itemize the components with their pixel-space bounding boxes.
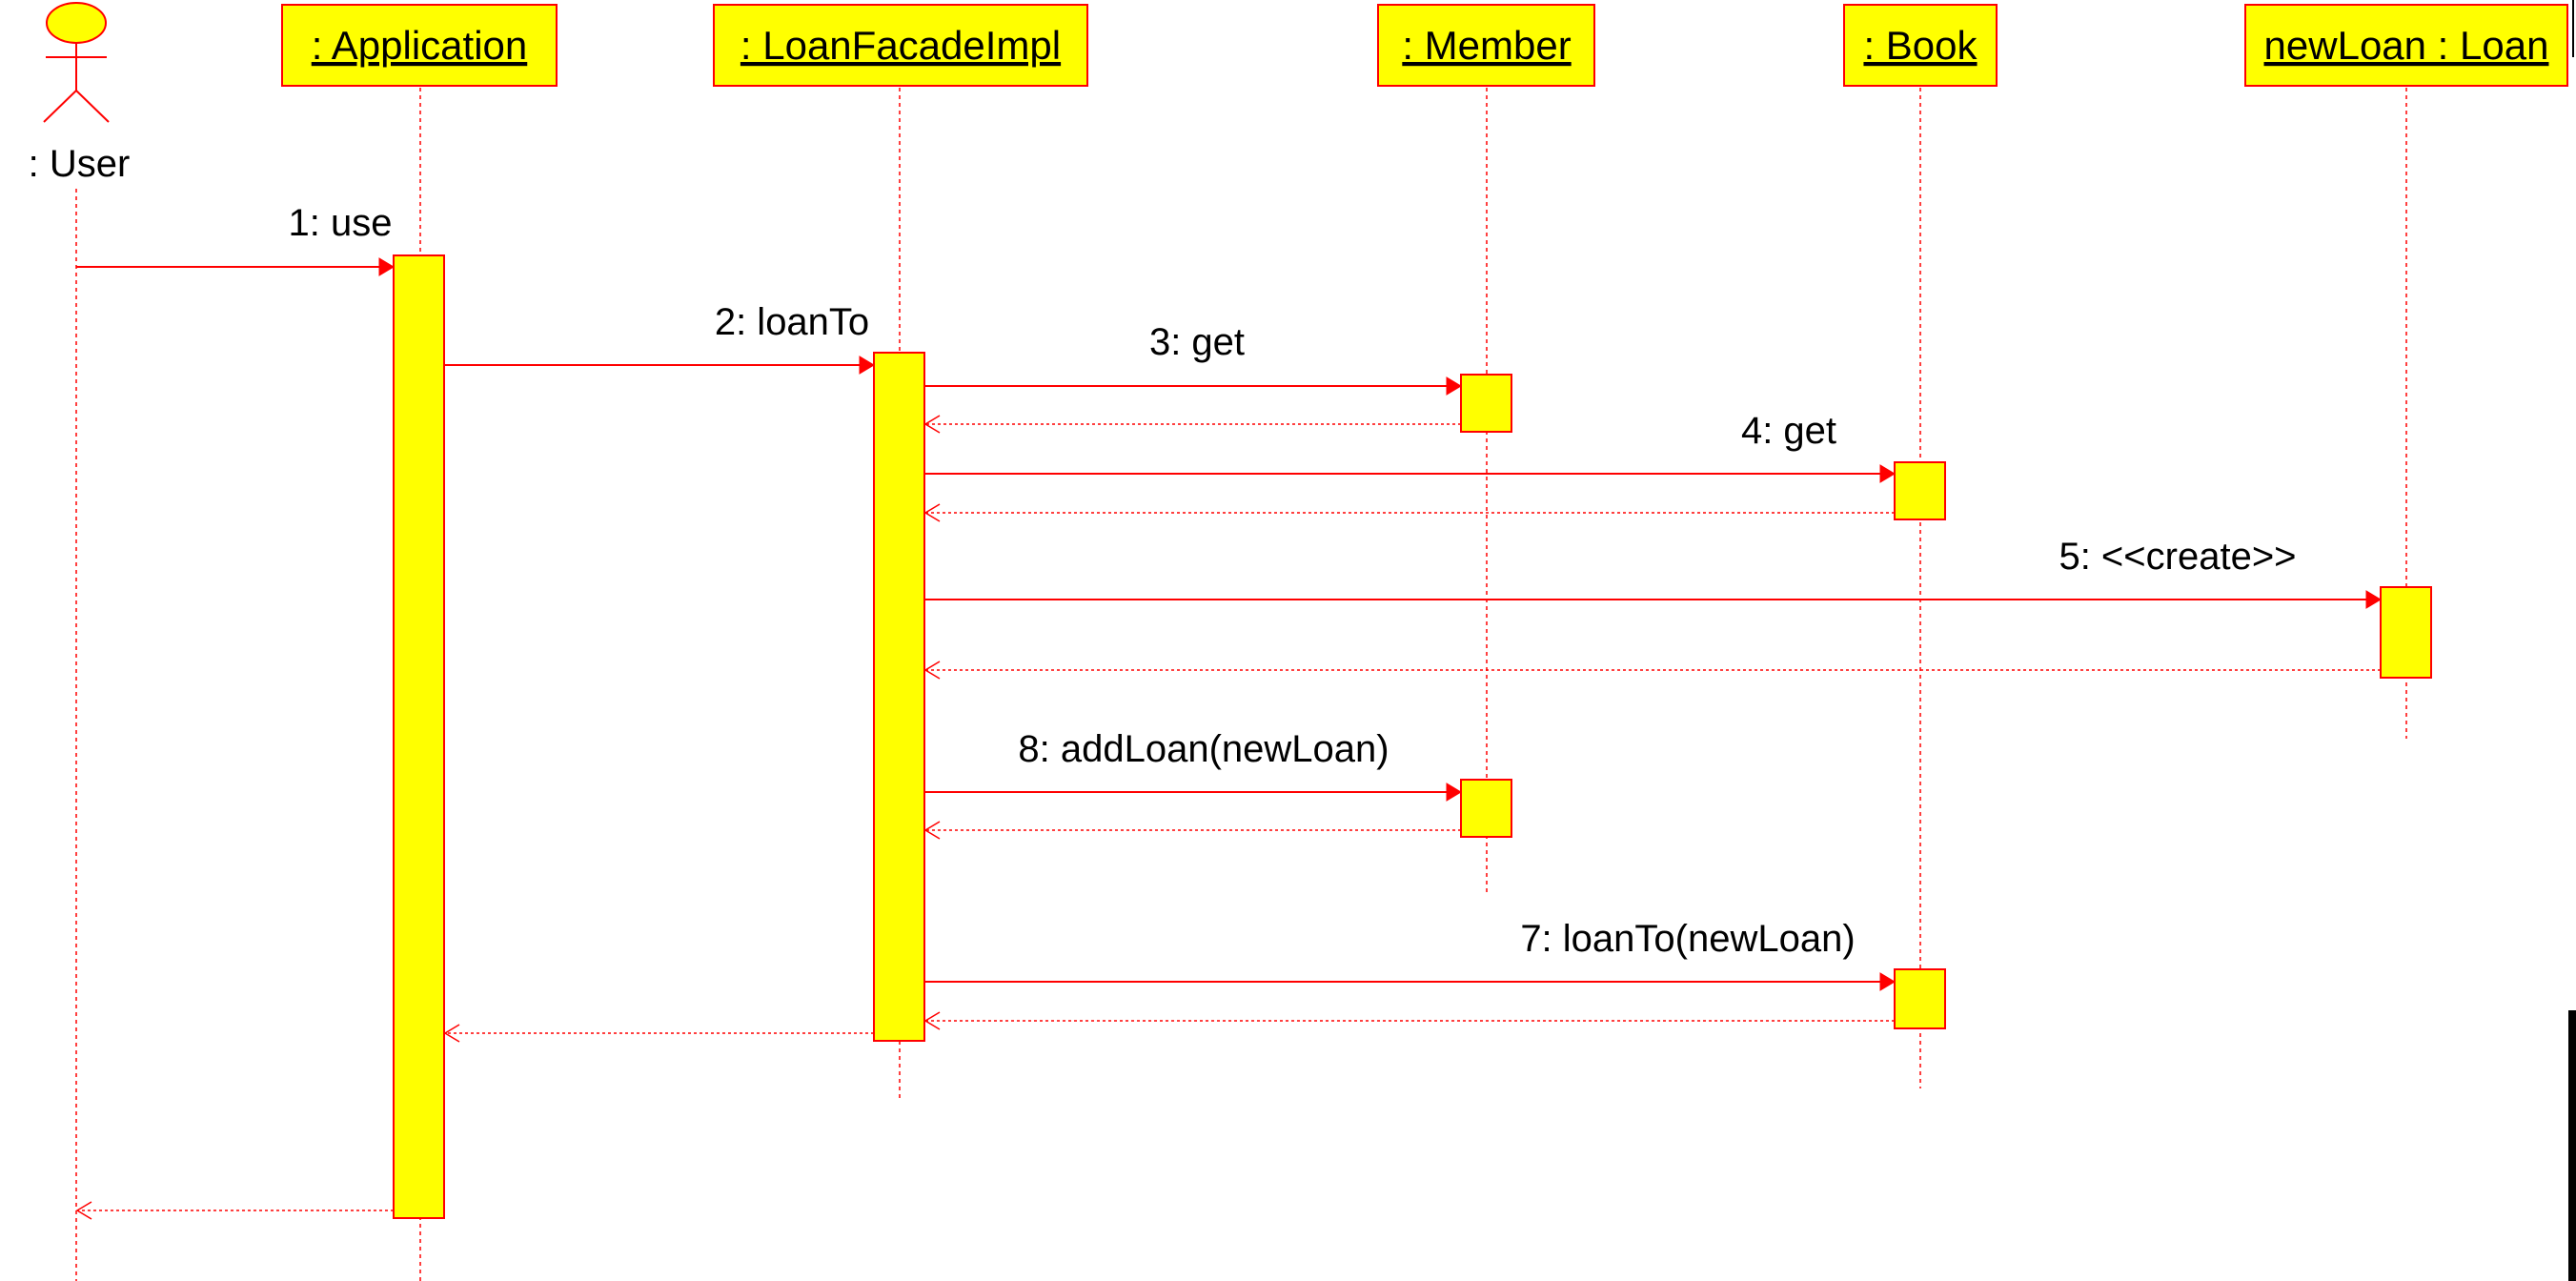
arrowhead-icon <box>378 257 395 276</box>
arrowhead-icon <box>1446 376 1462 396</box>
message-8-addloan[interactable]: 8: addLoan(newLoan) <box>924 728 1462 802</box>
message-label: 1: use <box>289 202 393 244</box>
activation-facade <box>873 352 925 1042</box>
open-arrowhead-icon <box>923 821 941 840</box>
message-4-get-book[interactable]: 4: get <box>924 410 1896 483</box>
return-member-get <box>923 415 1461 434</box>
message-label: 8: addLoan(newLoan) <box>1018 728 1389 770</box>
message-2-loanto[interactable]: 2: loanTo <box>444 301 875 375</box>
arrowhead-icon <box>2365 590 2382 609</box>
message-label: 3: get <box>1149 321 1245 363</box>
message-1-use[interactable]: 1: use <box>76 202 395 276</box>
activation-book-loanto <box>1894 968 1946 1029</box>
actor-head-icon <box>46 2 107 44</box>
activation-member-get <box>1460 374 1512 433</box>
open-arrowhead-icon <box>75 1201 92 1220</box>
message-7-loanto-newloan[interactable]: 7: loanTo(newLoan) <box>924 918 1896 991</box>
open-arrowhead-icon <box>443 1024 460 1043</box>
actor-right-leg-icon <box>75 90 110 123</box>
participant-book[interactable]: : Book <box>1843 4 1998 87</box>
return-loan-create <box>923 661 2381 680</box>
message-label: 7: loanTo(newLoan) <box>1520 918 1855 960</box>
open-arrowhead-icon <box>923 415 941 434</box>
open-arrowhead-icon <box>923 503 941 522</box>
arrowhead-icon <box>1879 972 1896 991</box>
clipped-edge-bar <box>2568 1010 2576 1281</box>
activation-book-get <box>1894 461 1946 520</box>
arrowhead-icon <box>1879 464 1896 483</box>
return-book-loanto <box>923 1011 1895 1030</box>
participant-loan-facade-impl[interactable]: : LoanFacadeImpl <box>713 4 1088 87</box>
return-book-get <box>923 503 1895 522</box>
actor-left-leg-icon <box>43 90 77 123</box>
message-label: 4: get <box>1741 410 1836 452</box>
return-application-to-user <box>75 1201 394 1220</box>
activation-application <box>393 254 445 1219</box>
actor-label: : User <box>29 143 131 185</box>
arrowhead-icon <box>1446 783 1462 802</box>
participant-book-label: : Book <box>1863 23 1978 68</box>
open-arrowhead-icon <box>923 661 941 680</box>
participant-new-loan-label: newLoan : Loan <box>2264 23 2549 68</box>
participant-application-label: : Application <box>312 23 528 68</box>
participant-member-label: : Member <box>1402 23 1571 68</box>
return-member-addloan <box>923 821 1461 840</box>
open-arrowhead-icon <box>923 1011 941 1030</box>
message-label: 2: loanTo <box>715 301 869 343</box>
participant-member[interactable]: : Member <box>1377 4 1595 87</box>
return-facade-to-application <box>443 1024 874 1043</box>
message-3-get-member[interactable]: 3: get <box>924 321 1462 396</box>
arrowhead-icon <box>859 356 875 375</box>
participant-application[interactable]: : Application <box>281 4 558 87</box>
message-5-create-loan[interactable]: 5: <<create>> <box>924 536 2382 609</box>
activation-member-addloan <box>1460 779 1512 838</box>
message-label: 5: <<create>> <box>2059 536 2296 578</box>
participant-new-loan[interactable]: newLoan : Loan <box>2244 4 2568 87</box>
participant-loan-facade-impl-label: : LoanFacadeImpl <box>740 23 1061 68</box>
actor-user[interactable]: : User <box>29 2 131 185</box>
activation-loan-create <box>2380 586 2432 679</box>
